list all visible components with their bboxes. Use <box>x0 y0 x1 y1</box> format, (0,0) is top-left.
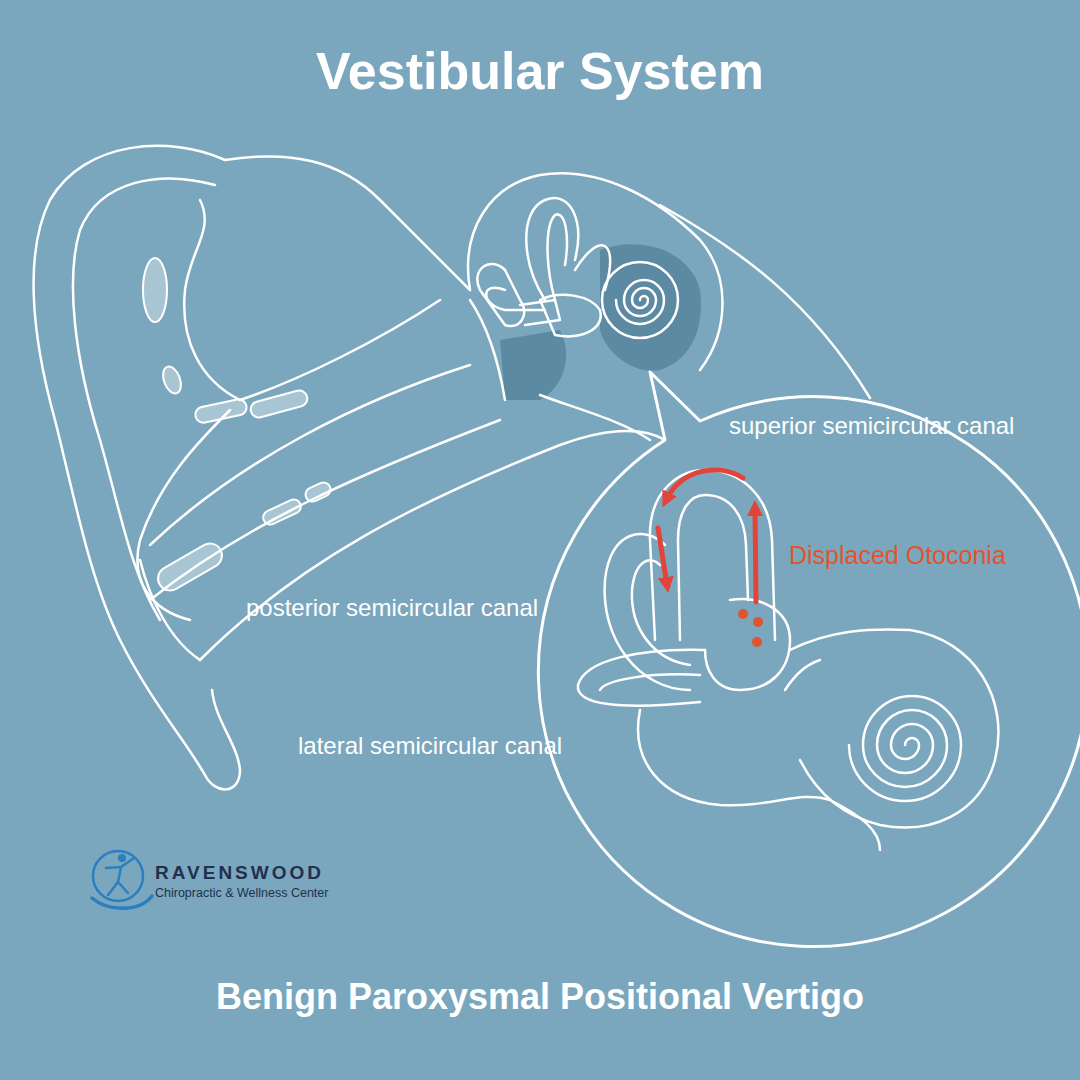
cartilage <box>143 258 167 322</box>
zoom-callout <box>538 372 1080 947</box>
zoomed-labyrinth <box>785 660 820 690</box>
part-label: posterior semicircular canal <box>246 594 538 622</box>
logo-icon <box>118 882 128 893</box>
inner-ear <box>548 214 567 300</box>
inner-ear <box>540 295 601 336</box>
logo-icon <box>108 867 121 895</box>
otoconia-particle <box>753 617 763 627</box>
outer-ear <box>34 146 240 790</box>
ear-canal <box>150 365 470 545</box>
callout-label: Displaced Otoconia <box>789 541 1006 570</box>
zoomed-labyrinth <box>705 599 790 690</box>
caption: Benign Paroxysmal Positional Vertigo <box>0 976 1080 1017</box>
cartilage <box>194 398 248 424</box>
otoconia-particle <box>738 609 748 619</box>
inner-ear <box>520 300 560 325</box>
otoconia-flow-arrow <box>658 528 667 585</box>
cartilage <box>143 258 333 595</box>
zoomed-labyrinth <box>678 495 748 640</box>
part-label: lateral semicircular canal <box>298 732 562 760</box>
cartilage <box>154 539 227 595</box>
part-label: superior semicircular canal <box>729 412 1014 440</box>
otoconia-flow-arrow <box>658 470 756 602</box>
logo-icon <box>92 851 152 908</box>
otoconia-particle <box>752 637 762 647</box>
inner-ear <box>616 280 664 324</box>
otoconia-flow-arrow <box>666 470 743 500</box>
ear-canal <box>468 173 722 370</box>
ear-canal <box>240 300 440 400</box>
zoomed-labyrinth <box>578 650 705 706</box>
ear-canal <box>660 205 870 398</box>
zoomed-labyrinth <box>638 710 880 850</box>
title: Vestibular System <box>0 42 1080 102</box>
logo-icon <box>93 851 143 901</box>
otoconia-flow-arrow <box>755 508 756 602</box>
dark-region <box>600 244 701 370</box>
otoconia-particle <box>738 609 763 647</box>
ear-canal <box>470 300 505 400</box>
logo-icon <box>118 854 126 862</box>
zoomed-labyrinth <box>600 674 700 690</box>
zoomed-labyrinth <box>578 470 999 850</box>
logo-name: RAVENSWOOD <box>155 862 324 884</box>
zoomed-labyrinth <box>849 696 961 801</box>
inner-ear <box>602 262 678 338</box>
inner-ear <box>486 288 545 310</box>
zoomed-labyrinth <box>650 470 775 640</box>
ear-canal <box>540 395 650 440</box>
inner-ear <box>477 264 524 326</box>
logo-icon <box>92 896 152 908</box>
dark-region <box>500 330 566 400</box>
inner-ear <box>526 198 578 300</box>
logo-tagline: Chiropractic & Wellness Center <box>155 886 328 900</box>
outer-ear <box>184 200 240 400</box>
cartilage <box>160 364 185 396</box>
inner-ear <box>477 198 678 338</box>
ear-canal <box>150 420 500 600</box>
ear-canal <box>225 156 470 290</box>
outer-ear <box>34 146 240 790</box>
